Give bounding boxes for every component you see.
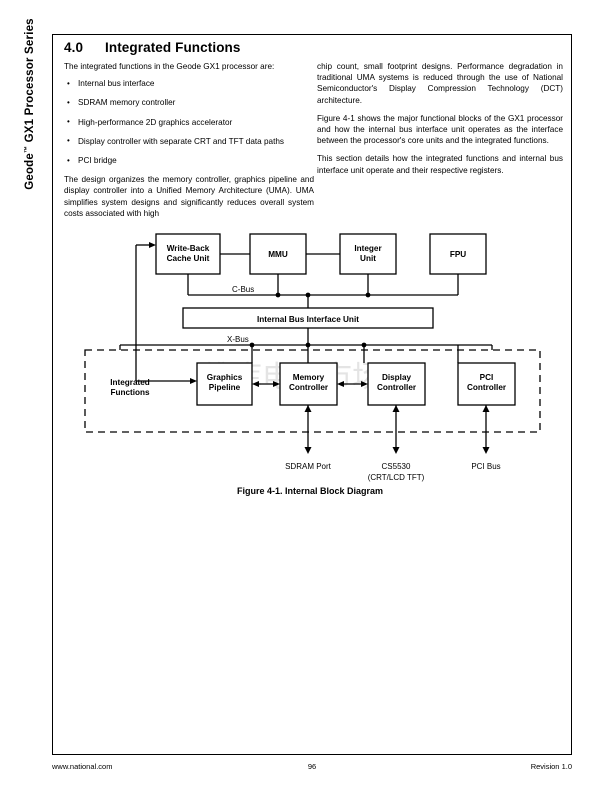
list-item: Display controller with separate CRT and… <box>64 135 314 147</box>
body-paragraph: The design organizes the memory controll… <box>64 175 314 218</box>
arrowhead-left <box>337 381 344 387</box>
port-label-cs5530-sub: (CRT/LCD TFT) <box>368 473 425 482</box>
section-title: Integrated Functions <box>105 40 241 55</box>
block-label: Display <box>382 373 412 382</box>
arrowhead-left <box>252 381 259 387</box>
block-label: Graphics <box>207 373 243 382</box>
footer-website: www.national.com <box>52 762 113 771</box>
block-label: Controller <box>377 383 417 392</box>
block-label: PCI <box>480 373 494 382</box>
arrowhead-right <box>273 381 280 387</box>
arrowhead-down-sdram <box>304 447 312 454</box>
block-label: Internal Bus Interface Unit <box>257 315 359 324</box>
arrowhead-into-cache-unit <box>149 242 156 248</box>
block-fpu <box>429 233 487 275</box>
footer-revision: Revision 1.0 <box>530 762 572 771</box>
block-label: Controller <box>467 383 507 392</box>
internal-block-diagram: 维库电子市场网 Integrated Functions Write-Back … <box>52 222 572 502</box>
list-item: Internal bus interface <box>64 78 314 89</box>
port-label-cs5530: CS5530 <box>382 462 411 471</box>
left-text-column: The integrated functions in the Geode GX… <box>64 61 314 226</box>
block-label: Integer <box>354 244 382 253</box>
arrowhead-down-cs5530 <box>392 447 400 454</box>
port-label-pci: PCI Bus <box>471 462 500 471</box>
arrowhead-up-pci <box>482 405 490 412</box>
block-label: Controller <box>289 383 329 392</box>
list-item: High-performance 2D graphics accelerator <box>64 116 314 128</box>
feature-bullet-list: Internal bus interface SDRAM memory cont… <box>64 78 314 166</box>
block-label: Write-Back <box>167 244 210 253</box>
footer-page-number: 96 <box>307 762 317 771</box>
cbus-junction-dot <box>275 292 281 298</box>
arrowhead-up-sdram <box>304 405 312 412</box>
arrowhead-up-cs5530 <box>392 405 400 412</box>
arrowhead-right <box>361 381 368 387</box>
page-title: 4.0 Integrated Functions <box>64 40 241 55</box>
block-label: Unit <box>360 254 376 263</box>
intro-paragraph: The integrated functions in the Geode GX… <box>64 62 275 71</box>
block-graphics-pipeline <box>196 362 253 406</box>
block-write-back-cache-unit <box>155 233 221 275</box>
block-integer-unit <box>339 233 397 275</box>
group-label-line2: Functions <box>110 388 150 397</box>
block-label: MMU <box>268 250 288 259</box>
block-label: FPU <box>450 250 466 259</box>
content-border <box>52 34 572 755</box>
integrated-functions-group-box <box>84 349 541 433</box>
side-tab-text: Geode™ GX1 Processor Series <box>24 18 36 190</box>
arrowhead-into-graphics-pipeline <box>190 378 197 384</box>
list-item: PCI bridge <box>64 155 314 166</box>
side-tab-label: Geode™ GX1 Processor Series <box>24 9 42 199</box>
body-paragraph: This section details how the integrated … <box>317 154 563 175</box>
block-label: Cache Unit <box>167 254 210 263</box>
block-label: Memory <box>293 373 325 382</box>
body-paragraph: chip count, small footprint designs. Per… <box>317 62 563 105</box>
bus-label-c-bus: C-Bus <box>232 285 254 294</box>
section-number: 4.0 <box>64 40 84 55</box>
body-paragraph: Figure 4-1 shows the major functional bl… <box>317 113 563 146</box>
group-label-line1: Integrated <box>110 378 150 387</box>
figure-caption: Figure 4-1. Internal Block Diagram <box>237 486 383 496</box>
list-item: SDRAM memory controller <box>64 97 314 108</box>
cbus-junction-dot <box>365 292 371 298</box>
block-display-controller <box>367 362 426 406</box>
bus-label-x-bus: X-Bus <box>227 335 249 344</box>
block-label: Pipeline <box>209 383 241 392</box>
arrowhead-down-pci <box>482 447 490 454</box>
port-label-sdram: SDRAM Port <box>285 462 332 471</box>
right-text-column: chip count, small footprint designs. Per… <box>317 61 563 183</box>
